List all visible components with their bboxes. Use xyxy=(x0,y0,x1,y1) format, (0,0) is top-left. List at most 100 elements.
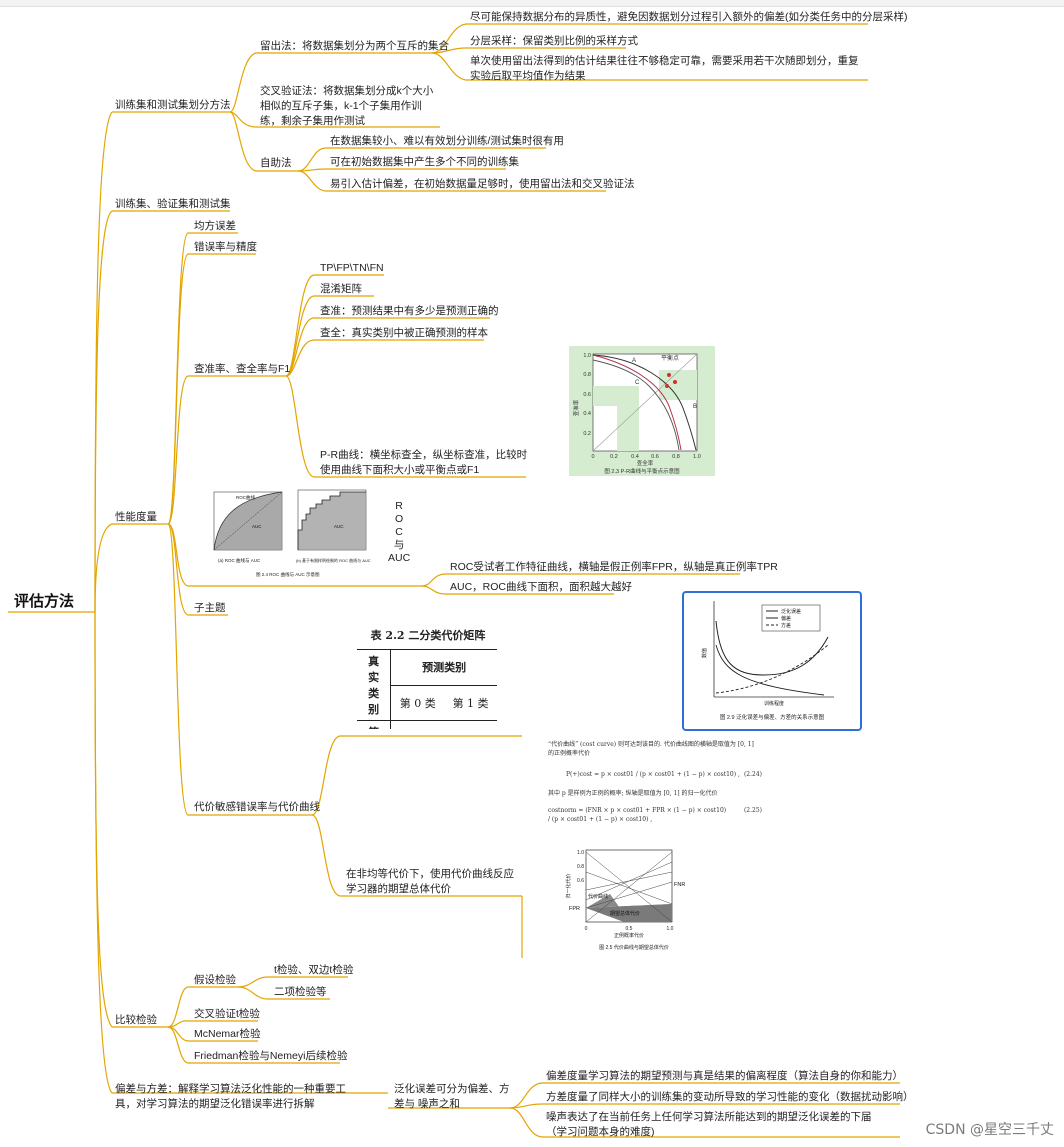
cost-text-line-3: 其中 p 是样例为正例的概率; 纵轴是取值为 [0, 1] 的归一化代价 xyxy=(548,790,718,797)
roc-char-5: AUC xyxy=(388,552,411,564)
bv-caption: 图 2.9 泛化误差与偏差、方差的关系示意图 xyxy=(720,713,825,721)
cc-ytick-1: 1.0 xyxy=(577,850,584,856)
node-holdout-item-3[interactable]: 单次使用留出法得到的估计结果往往不够稳定可靠，需要采用若干次随即划分，重复实验后… xyxy=(470,55,859,82)
cost-curve-figure: 代价曲线 期望总体代价 FPR FNR 1.0 0.8 0.6 0 0.5 1.… xyxy=(564,842,714,958)
cc-xtick-0: 0 xyxy=(585,926,588,932)
node-prf-item-2[interactable]: 混淆矩阵 xyxy=(320,283,362,295)
node-mse[interactable]: 均方误差 xyxy=(194,220,236,232)
pr-curve-plot: A B C 平衡点 1.0 0.8 0.6 0.4 0.2 0 0.2 0.4 … xyxy=(572,353,701,475)
node-cross-validation[interactable]: 交叉验证法：将数据集划分成k个大小相似的互斥子集，k-1个子集用作训练，剩余子集… xyxy=(260,85,434,127)
node-bootstrap-item-1[interactable]: 在数据集较小、难以有效划分训练/测试集时很有用 xyxy=(330,135,564,147)
cost-row-0-class: 第 0 类 xyxy=(357,720,392,729)
node-mcnemar[interactable]: McNemar检验 xyxy=(194,1028,261,1040)
cc-caption: 图 2.5 代价曲线与期望总体代价 xyxy=(599,944,669,951)
roc-fig-b: (b) 基于有限样例绘制的 ROC 曲线与 AUC xyxy=(296,557,371,563)
node-bootstrap-item-3[interactable]: 易引入估计偏差，在初始数据量足够时，使用留出法和交叉验证法 xyxy=(330,178,635,190)
bv-xlabel: 训练程度 xyxy=(764,700,784,707)
top-bar xyxy=(0,0,1064,7)
roc-figure: ROC曲线 AUC (a) ROC 曲线与 AUC AUC (b) 基于有限样例… xyxy=(198,486,376,582)
pr-xlabel: 查全率 xyxy=(637,459,654,467)
node-split-methods[interactable]: 训练集和测试集划分方法 xyxy=(115,99,231,111)
node-bootstrap[interactable]: 自助法 xyxy=(260,157,292,169)
pr-ytick-3: 0.6 xyxy=(583,392,591,398)
node-cost-curve[interactable]: 在非均等代价下，使用代价曲线反应学习器的期望总体代价 xyxy=(346,868,514,895)
cost-text-line-2: 的正例概率代价 xyxy=(548,750,591,757)
roc-auc-label: AUC xyxy=(252,524,262,529)
pr-caption: 图 2.3 P-R曲线与平衡点示意图 xyxy=(604,467,680,475)
pr-xtick-3: 0.6 xyxy=(651,454,659,460)
root-node[interactable]: 评估方法 xyxy=(14,593,75,610)
pr-ytick-5: 0.2 xyxy=(583,431,591,437)
cost-eq-1-no: (2.24) xyxy=(743,771,762,778)
pr-xtick-2: 0.4 xyxy=(631,454,639,460)
node-hypothesis-test[interactable]: 假设检验 xyxy=(194,974,236,986)
node-compare[interactable]: 比较检验 xyxy=(115,1014,157,1026)
node-prf-item-3[interactable]: 查准：预测结果中有多少是预测正确的 xyxy=(320,305,499,317)
bv-legend-1: 泛化误差 xyxy=(781,608,801,615)
cost-eq-2-no: (2.25) xyxy=(743,807,762,814)
bv-legend-2: 偏差 xyxy=(781,615,791,622)
roc-caption: 图 2.4 ROC 曲线与 AUC 示意图 xyxy=(256,571,320,578)
node-error-rate[interactable]: 错误率与精度 xyxy=(194,241,257,253)
roc-char-3: C xyxy=(395,526,403,538)
node-prf-item-1[interactable]: TP\FP\TN\FN xyxy=(320,262,384,274)
node-bias-variance[interactable]: 偏差与方差：解释学习算法泛化性能的一种重要工具，对学习算法的期望泛化错误率进行拆… xyxy=(115,1083,346,1110)
node-holdout-item-2[interactable]: 分层采样：保留类别比例的采样方式 xyxy=(470,35,638,47)
node-performance[interactable]: 性能度量 xyxy=(115,511,157,523)
node-t-test[interactable]: t检验、双边t检验 xyxy=(274,964,354,976)
cc-curve-label: 代价曲线 xyxy=(588,893,608,900)
bias-variance-figure: 泛化误差 偏差 方差 数值 训练程度 图 2.9 泛化误差与偏差、方差的关系示意… xyxy=(682,591,862,731)
roc-char-1: R xyxy=(395,500,403,512)
node-bias-item-2[interactable]: 方差度量了同样大小的训练集的变动所导致的学习性能的变化（数据扰动影响） xyxy=(546,1091,914,1103)
node-holdout-item-1[interactable]: 尽可能保持数据分布的异质性，避免因数据划分过程引入额外的偏差(如分类任务中的分层… xyxy=(470,11,908,23)
roc-char-2: O xyxy=(395,513,404,525)
node-train-val-test[interactable]: 训练集、验证集和测试集 xyxy=(115,198,231,210)
pr-ytick-2: 0.8 xyxy=(583,372,591,378)
node-prf-item-4[interactable]: 查全：真实类别中被正确预测的样本 xyxy=(320,327,488,339)
bv-ylabel: 数值 xyxy=(701,648,708,658)
roc-auc-label-b: AUC xyxy=(334,524,344,529)
node-pr-curve[interactable]: P-R曲线：横坐标查全，纵坐标查准，比较时使用曲线下面积大小或平衡点或F1 xyxy=(320,449,528,476)
bv-legend-3: 方差 xyxy=(781,622,791,629)
pr-xtick-5: 1.0 xyxy=(693,454,701,460)
node-bias-item-1[interactable]: 偏差度量学习算法的期望预测与真是结果的偏离程度（算法自身的你和能力） xyxy=(546,1070,903,1082)
cost-row-0-c1: cost01 xyxy=(444,721,497,730)
node-binomial-test[interactable]: 二项检验等 xyxy=(274,986,327,998)
node-cv-t-test[interactable]: 交叉验证t检验 xyxy=(194,1008,260,1020)
cc-ylabel: 归一化代价 xyxy=(565,873,572,898)
node-bias-item-3[interactable]: 噪声表达了在当前任务上任何学习算法所能达到的期望泛化误差的下届（学习问题本身的难… xyxy=(546,1111,872,1138)
node-friedman[interactable]: Friedman检验与Nemeyi后续检验 xyxy=(194,1050,348,1062)
cost-row-0-c0: 0 xyxy=(391,721,444,730)
node-generalization-error[interactable]: 泛化误差可分为偏差、方差与 噪声之和 xyxy=(394,1083,510,1110)
node-cost-sensitive[interactable]: 代价敏感错误率与代价曲线 xyxy=(194,801,320,813)
cc-xtick-1: 0.5 xyxy=(626,926,633,932)
cc-fnr-label: FNR xyxy=(674,882,685,888)
cc-area-label: 期望总体代价 xyxy=(610,910,640,917)
roc-fig-a: (a) ROC 曲线与 AUC xyxy=(218,557,261,564)
node-roc-item-1[interactable]: ROC受试者工作特征曲线，横轴是假正例率FPR，纵轴是真正例率TPR xyxy=(450,561,778,573)
pr-label-c: C xyxy=(635,380,640,386)
cost-eq-2: costnorm = (FNR × p × cost01 + FPR × (1 … xyxy=(548,807,727,823)
node-bootstrap-item-2[interactable]: 可在初始数据集中产生多个不同的训练集 xyxy=(330,156,519,168)
pr-label-b: B xyxy=(693,404,697,410)
cost-pred-0: 第 0 类 xyxy=(390,685,445,721)
cost-eq-1: P(+)cost = p × cost01 / (p × cost01 + (1… xyxy=(566,771,740,778)
pr-curve-figure: A B C 平衡点 1.0 0.8 0.6 0.4 0.2 0 0.2 0.4 … xyxy=(569,346,715,476)
cc-ytick-2: 0.8 xyxy=(577,864,584,870)
cost-text-line-1: “代价曲线” (cost curve) 则可达到该目的. 代价曲线图的横轴是取值… xyxy=(548,741,754,748)
node-roc-auc[interactable]: R O C 与 AUC xyxy=(388,500,410,565)
cost-col-pred: 预测类别 xyxy=(390,649,497,686)
node-roc-item-2[interactable]: AUC，ROC曲线下面积，面积越大越好 xyxy=(450,581,633,593)
node-holdout[interactable]: 留出法：将数据集划分为两个互斥的集合 xyxy=(260,40,449,52)
node-precision-recall-f1[interactable]: 查准率、查全率与F1 xyxy=(194,363,291,375)
pr-xtick-4: 0.8 xyxy=(672,454,680,460)
roc-curve-label: ROC曲线 xyxy=(236,494,255,501)
node-subtopic[interactable]: 子主题 xyxy=(194,602,226,614)
pr-xtick-1: 0.2 xyxy=(610,454,618,460)
cc-fpr-label: FPR xyxy=(569,906,580,912)
cost-curve-text: “代价曲线” (cost curve) 则可达到该目的. 代价曲线图的横轴是取值… xyxy=(548,740,762,832)
cc-xlabel: 正例概率代价 xyxy=(614,932,644,939)
pr-xtick-0: 0 xyxy=(591,454,594,460)
cost-pred-1: 第 1 类 xyxy=(444,685,497,721)
cost-table-title: 表 2.2 二分类代价矩阵 xyxy=(370,629,486,642)
